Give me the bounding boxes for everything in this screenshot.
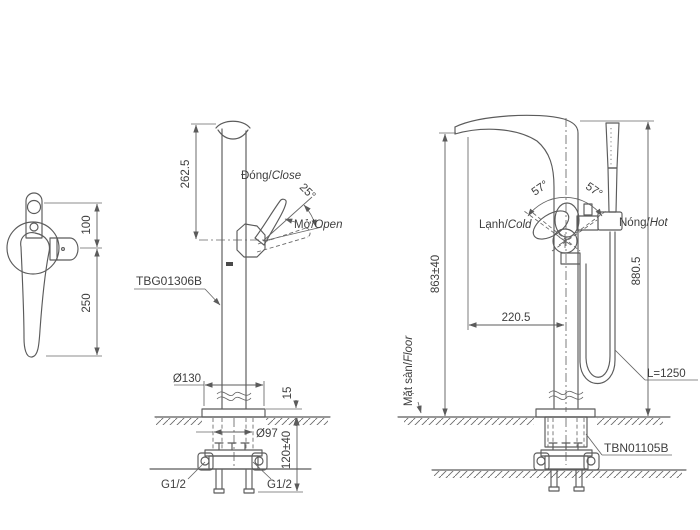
inlet-left-label: G1/2 — [161, 479, 186, 491]
inlet-pipe-right-foot — [243, 488, 255, 494]
spout-top-cap — [215, 120, 251, 129]
model-label-leader — [204, 288, 221, 306]
lever-open-dashed — [256, 227, 311, 253]
inlet-pipe-side-right-foot — [573, 486, 585, 492]
inlet-right-label: G1/2 — [267, 479, 292, 491]
hose-connector — [560, 252, 581, 265]
handle-screw-hole — [29, 222, 39, 232]
valve-cylinder-dot — [61, 247, 65, 251]
dim-text-250: 250 — [81, 293, 93, 312]
outlet-body — [576, 215, 599, 231]
dim-text-97: Ø97 — [256, 428, 278, 440]
dim-text-100: 100 — [81, 215, 93, 234]
cold-label: Lạnh/Cold — [479, 219, 532, 231]
column-break-line — [216, 391, 252, 401]
hose-length-label: L=1250 — [647, 368, 686, 380]
angle-text-57-right: 57° — [583, 181, 604, 201]
close-label: Đóng/Close — [241, 170, 301, 182]
bracket-clamp-left-hole — [200, 456, 210, 466]
angle-arc-25 — [303, 204, 317, 228]
handle-bracket-outline — [25, 192, 43, 239]
dim-text-120: 120±40 — [281, 431, 293, 469]
angle-arc-57 — [527, 196, 603, 217]
bracket-body-side — [544, 455, 589, 470]
dim-text-863: 863±40 — [430, 255, 442, 293]
lever-outline — [20, 232, 50, 358]
dim-text-15: 15 — [282, 387, 294, 400]
valve-body-outline — [236, 223, 266, 258]
inlet-right-leader — [252, 461, 272, 480]
rough-in-model-label: TBN01105B — [604, 441, 668, 455]
hose-outline — [579, 231, 616, 385]
base-plate-side — [535, 408, 596, 418]
column-break-line-right — [548, 390, 584, 400]
lower-slab-hatch — [434, 471, 682, 478]
hot-label: Nóng/Hot — [619, 217, 668, 229]
handle-neutral-ellipse — [554, 202, 580, 238]
escutcheon-circle — [6, 221, 60, 275]
inlet-pipe-left — [215, 469, 223, 490]
floor-label: Mặt sàn/Floor — [403, 335, 415, 406]
base-plate — [201, 408, 266, 418]
inlet-pipe-side-left — [550, 469, 558, 488]
handle-side-view: 100 250 — [6, 192, 102, 358]
spout-outer-edge — [454, 114, 579, 409]
inlet-left-leader — [187, 461, 206, 480]
diverter-button — [226, 262, 233, 266]
floor-arrow — [416, 401, 422, 414]
rough-in-dashed — [212, 418, 254, 449]
hose-length-leader — [614, 349, 646, 381]
dim-text-130: Ø130 — [173, 373, 201, 385]
bracket-clamp-right-hole — [254, 456, 264, 466]
bracket-clamp-side-right-hole — [586, 456, 596, 466]
bracket-clamp-left — [197, 452, 214, 471]
bracket-clamp-right — [251, 452, 268, 471]
bracket-posts-side — [548, 442, 583, 451]
floor-hatch-side-right — [597, 418, 663, 425]
dim-text-880: 880.5 — [631, 257, 643, 286]
rough-in-dashed-side — [547, 418, 585, 447]
bracket-posts — [214, 442, 250, 451]
dim-text-262: 262.5 — [180, 160, 192, 189]
handshower-grip — [607, 167, 618, 213]
handshower-head — [605, 122, 620, 169]
inlet-pipe-side-right — [575, 469, 583, 488]
side-view: 57° 57° Lạnh/Cold Nóng/Hot Mặt sàn/Floor… — [397, 114, 698, 492]
angle-text-57-left: 57° — [530, 179, 551, 199]
spout-inner-edge — [454, 128, 555, 409]
valve-cylinder-outline — [49, 237, 79, 261]
inlet-pipe-right — [245, 469, 253, 490]
floor-hatch-side-left — [404, 418, 534, 425]
bracket-clamp-side-left-hole — [536, 456, 546, 466]
angle-text-25: 25° — [297, 181, 318, 202]
outlet-knob — [583, 203, 593, 216]
open-arrow — [284, 218, 296, 224]
inlet-pipe-left-foot — [213, 488, 225, 494]
front-view: Đóng/Close 25° Mở/Open 262.5 TBG01306B Ø… — [134, 120, 342, 494]
bracket-body — [208, 455, 259, 470]
rough-in-model-leader — [585, 433, 603, 456]
handle-cold-ellipse — [532, 210, 570, 240]
inlet-pipe-side-left-foot — [548, 486, 560, 492]
open-label: Mở/Open — [294, 219, 342, 231]
model-label-tbg: TBG01306B — [136, 274, 202, 288]
lever-closed-outline — [254, 198, 287, 246]
dim-text-220: 220.5 — [502, 312, 531, 324]
cold-axis-dashed — [532, 212, 581, 252]
floor-hatch-left — [156, 418, 202, 425]
hot-axis-dashed — [551, 219, 598, 252]
handle-pivot-hole — [26, 199, 42, 215]
